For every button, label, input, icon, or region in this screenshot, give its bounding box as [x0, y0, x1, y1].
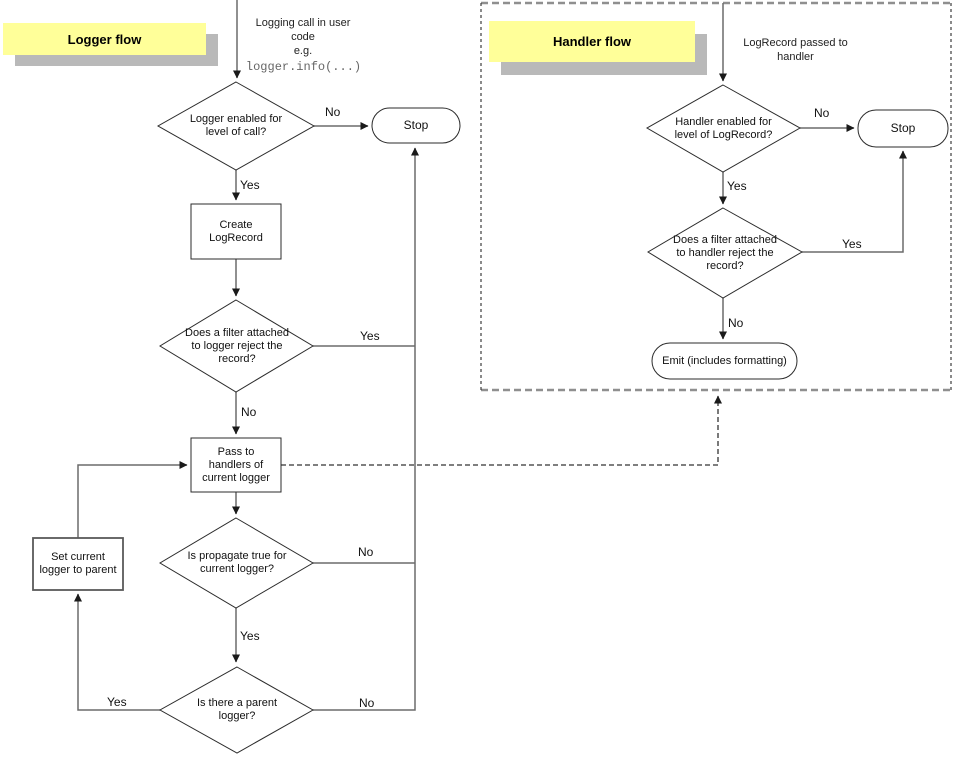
- edge-label-propagate-no: No: [358, 545, 374, 559]
- edge-parent-no-to-stop: [313, 147, 419, 711]
- decision-handler-filter-label: Does a filter attached to handler reject…: [673, 233, 777, 272]
- terminator-stop-logger-label: Stop: [403, 118, 429, 132]
- decision-parent-logger-shape: [158, 666, 315, 754]
- process-create-logrecord-label: Create LogRecord: [209, 218, 263, 244]
- edge-parent-yes-to-setcurrent: [74, 593, 160, 711]
- edge-label-handler-level-no: No: [814, 106, 830, 120]
- edge-label-handler-level-yes: Yes: [727, 179, 747, 193]
- handler-flow-title: Handler flow: [489, 21, 695, 62]
- decision-logger-enabled-shape: [156, 81, 316, 171]
- decision-handler-filter-shape: [647, 207, 804, 299]
- handler-flow-panel-border: [480, 1, 952, 392]
- edge-label-propagate-yes: Yes: [240, 629, 260, 643]
- edge-label-handler-filter-no: No: [728, 316, 744, 330]
- decision-logger-filter-shape: [159, 299, 314, 393]
- edge-label-filter-no: No: [241, 405, 257, 419]
- edge-setcurrent-to-pass: [77, 461, 188, 538]
- terminator-stop-logger-shape: [371, 107, 461, 144]
- handler-start-note: LogRecord passed to handler: [743, 37, 848, 63]
- process-pass-to-handlers-label: Pass to handlers of current logger: [202, 445, 270, 484]
- process-set-current-logger-shape: [32, 537, 124, 591]
- edge-handlerfilter-yes-to-stop: [802, 150, 907, 253]
- logger-start-code: logger.info(...): [245, 60, 362, 74]
- edge-label-level-no: No: [325, 105, 341, 119]
- process-pass-to-handlers-shape: [190, 437, 282, 493]
- terminator-stop-handler-shape: [857, 109, 949, 148]
- process-set-current-logger-label: Set current logger to parent: [39, 551, 117, 576]
- edge-label-filter-yes: Yes: [360, 329, 380, 343]
- edge-label-parent-no: No: [359, 696, 375, 710]
- decision-propagate-label: Is propagate true for current logger?: [187, 550, 287, 575]
- process-create-logrecord-shape: [190, 203, 282, 260]
- decision-logger-filter-label: Does a filter attached to logger reject …: [185, 326, 289, 365]
- terminator-emit-label: Emit (includes formatting): [662, 354, 787, 367]
- terminator-emit-shape: [651, 342, 798, 380]
- decision-handler-enabled-shape: [645, 84, 802, 173]
- edge-pass-to-handler-flow-dashed: [281, 395, 722, 466]
- decision-propagate-shape: [159, 517, 314, 609]
- edge-label-parent-yes: Yes: [107, 695, 127, 709]
- decision-parent-logger-label: Is there a parent logger?: [196, 697, 278, 722]
- edge-label-handler-filter-yes: Yes: [842, 237, 862, 251]
- terminator-stop-handler-label: Stop: [890, 121, 916, 135]
- logger-start-note: Logging call in user code e.g.: [255, 17, 351, 57]
- decision-logger-enabled-label: Logger enabled for level of call?: [189, 113, 283, 138]
- logger-flow-title: Logger flow: [3, 23, 206, 55]
- decision-handler-enabled-label: Handler enabled for level of LogRecord?: [674, 115, 773, 141]
- edge-label-level-yes: Yes: [240, 178, 260, 192]
